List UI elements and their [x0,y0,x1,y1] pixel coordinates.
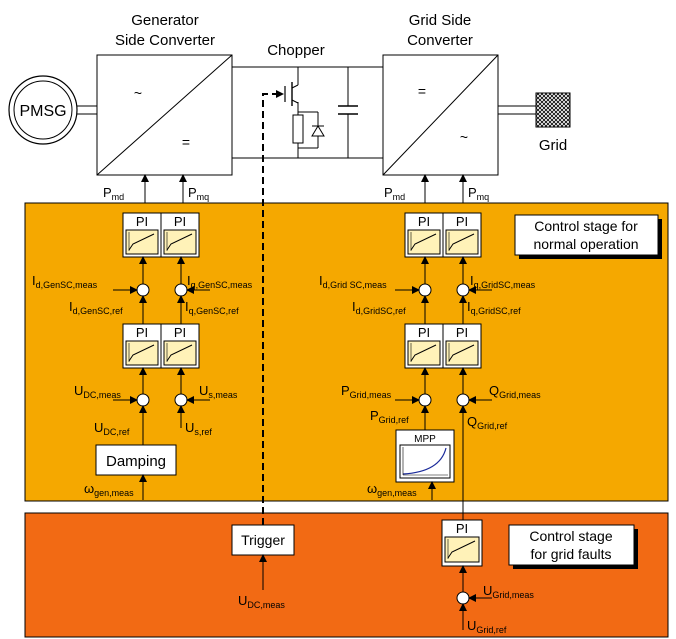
sum-q-grid [456,393,470,407]
svg-text:Control stage for: Control stage for [534,218,638,234]
us-meas-label: Us,meas [199,383,238,400]
omega-gen-label: ωgen,meas [84,481,134,498]
pgrid-ref-label: PGrid,ref [370,408,409,425]
svg-text:PI: PI [456,214,468,229]
power-circuit: PMSG ~ = Generator Side Converter Choppe… [8,12,571,176]
pmd-label-gen: Pmd [103,185,124,202]
svg-text:Converter: Converter [407,32,473,49]
grid-label: Grid [539,137,567,154]
pmsg-machine [8,75,78,145]
omega-gen-grid-label: ωgen,meas [367,481,417,498]
svg-text:Damping: Damping [106,453,166,470]
svg-text:=: = [418,83,426,99]
pmsg-label: PMSG [19,103,66,120]
svg-text:=: = [182,134,190,150]
id-gen-ref-label: Id,GenSC,ref [69,299,123,316]
fault-stage-control: Trigger UDC,meas PI UGrid,meas UGrid,ref [231,519,534,635]
svg-text:PI: PI [136,214,148,229]
us-ref-label: Us,ref [185,420,212,437]
sum-id-grid [418,283,432,297]
iq-gen-ref-label: Iq,GenSC,ref [185,299,239,316]
udc-meas-label: UDC,meas [74,383,121,400]
pmd-label-grid: Pmd [384,185,405,202]
qgrid-ref-label: QGrid,ref [467,414,508,431]
damping-block [95,444,177,476]
grid-symbol [535,92,571,128]
svg-text:MPP: MPP [414,434,436,445]
svg-text:PI: PI [136,325,148,340]
chopper-title: Chopper [267,42,325,59]
id-grid-meas-label: Id,Grid SC,meas [319,273,387,290]
sum-p-grid [418,393,432,407]
grid-side-control: Pmd Pmq PI PI Id,Grid SC,meas Iq,GridSC,… [319,174,541,520]
svg-text:PI: PI [456,325,468,340]
svg-text:normal operation: normal operation [533,236,638,252]
ugrid-meas-label: UGrid,meas [483,583,534,600]
udc-ref-label: UDC,ref [94,420,130,437]
id-gen-meas-label: Id,GenSC,meas [32,273,98,290]
svg-text:Side Converter: Side Converter [115,32,215,49]
svg-text:PI: PI [456,521,468,536]
sum-iq-grid [456,283,470,297]
chopper-diode [311,125,325,137]
svg-text:PI: PI [174,214,186,229]
svg-text:PI: PI [418,214,430,229]
svg-text:Control stage: Control stage [529,528,612,544]
sum-us [174,393,188,407]
svg-text:Trigger: Trigger [241,532,285,548]
sum-iq-gen [174,283,188,297]
chopper-resistor [292,114,304,144]
sum-id-gen [136,283,150,297]
iq-gen-meas-label: Iq,GenSC,meas [187,273,253,290]
ugrid-ref-label: UGrid,ref [467,618,507,635]
grid-converter-title: Grid Side [409,12,472,29]
stage-label-normal: Control stage for normal operation [514,214,662,259]
svg-text:for grid faults: for grid faults [531,546,612,562]
svg-text:PI: PI [174,325,186,340]
qgrid-meas-label: QGrid,meas [489,383,541,400]
pmq-label-gen: Pmq [188,185,209,202]
udc-meas-trigger-label: UDC,meas [238,593,285,610]
iq-grid-ref-label: Iq,GridSC,ref [467,299,521,316]
generator-side-control: Pmd Pmq PI PI Id,GenSC,meas Iq,GenSC,mea… [32,174,253,500]
stage-label-fault: Control stage for grid faults [508,524,638,569]
pgrid-meas-label: PGrid,meas [341,383,392,400]
id-grid-ref-label: Id,GridSC,ref [352,299,406,316]
iq-grid-meas-label: Iq,GridSC,meas [470,273,536,290]
sum-ugrid [456,591,470,605]
pmq-label-grid: Pmq [468,185,489,202]
svg-text:~: ~ [134,85,142,101]
svg-text:PI: PI [418,325,430,340]
sum-udc [136,393,150,407]
chopper-trigger-link [262,90,284,525]
svg-text:~: ~ [460,129,468,145]
gen-converter-title: Generator [131,12,199,29]
